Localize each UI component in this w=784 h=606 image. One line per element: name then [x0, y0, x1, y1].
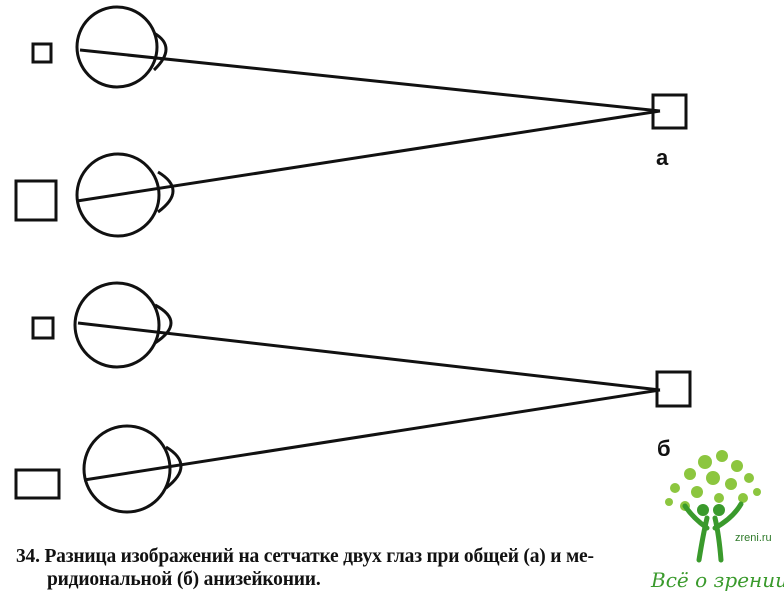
figure-caption: 34. Разница изображений на сетчатке двух…	[16, 545, 716, 591]
eye-bottom-a	[75, 152, 175, 238]
ray-bottom-a	[76, 109, 661, 203]
eye-top-a	[75, 5, 168, 89]
eye-bottom-b	[82, 424, 183, 514]
ray-top-a	[79, 48, 661, 113]
object-square-top-left-a	[31, 42, 53, 64]
ray-top-b	[77, 321, 661, 392]
object-square-bottom-left-a	[14, 179, 58, 222]
ray-bottom-b	[83, 388, 661, 482]
zreni-logo-tree	[665, 450, 761, 563]
caption-line-2: ридиональной (б) анизейконии.	[47, 569, 321, 590]
label-a: а	[656, 145, 669, 170]
image-square-b	[655, 370, 692, 408]
eye-top-b	[73, 281, 173, 369]
watermark-url: zreni.ru	[735, 532, 772, 544]
object-square-bottom-left-b	[14, 468, 61, 500]
watermark-text: Всё о зрении	[651, 568, 784, 592]
caption-line-1: 34. Разница изображений на сетчатке двух…	[16, 546, 594, 567]
object-square-top-left-b	[31, 316, 55, 340]
label-b: б	[657, 436, 671, 461]
image-square-a	[651, 93, 688, 130]
